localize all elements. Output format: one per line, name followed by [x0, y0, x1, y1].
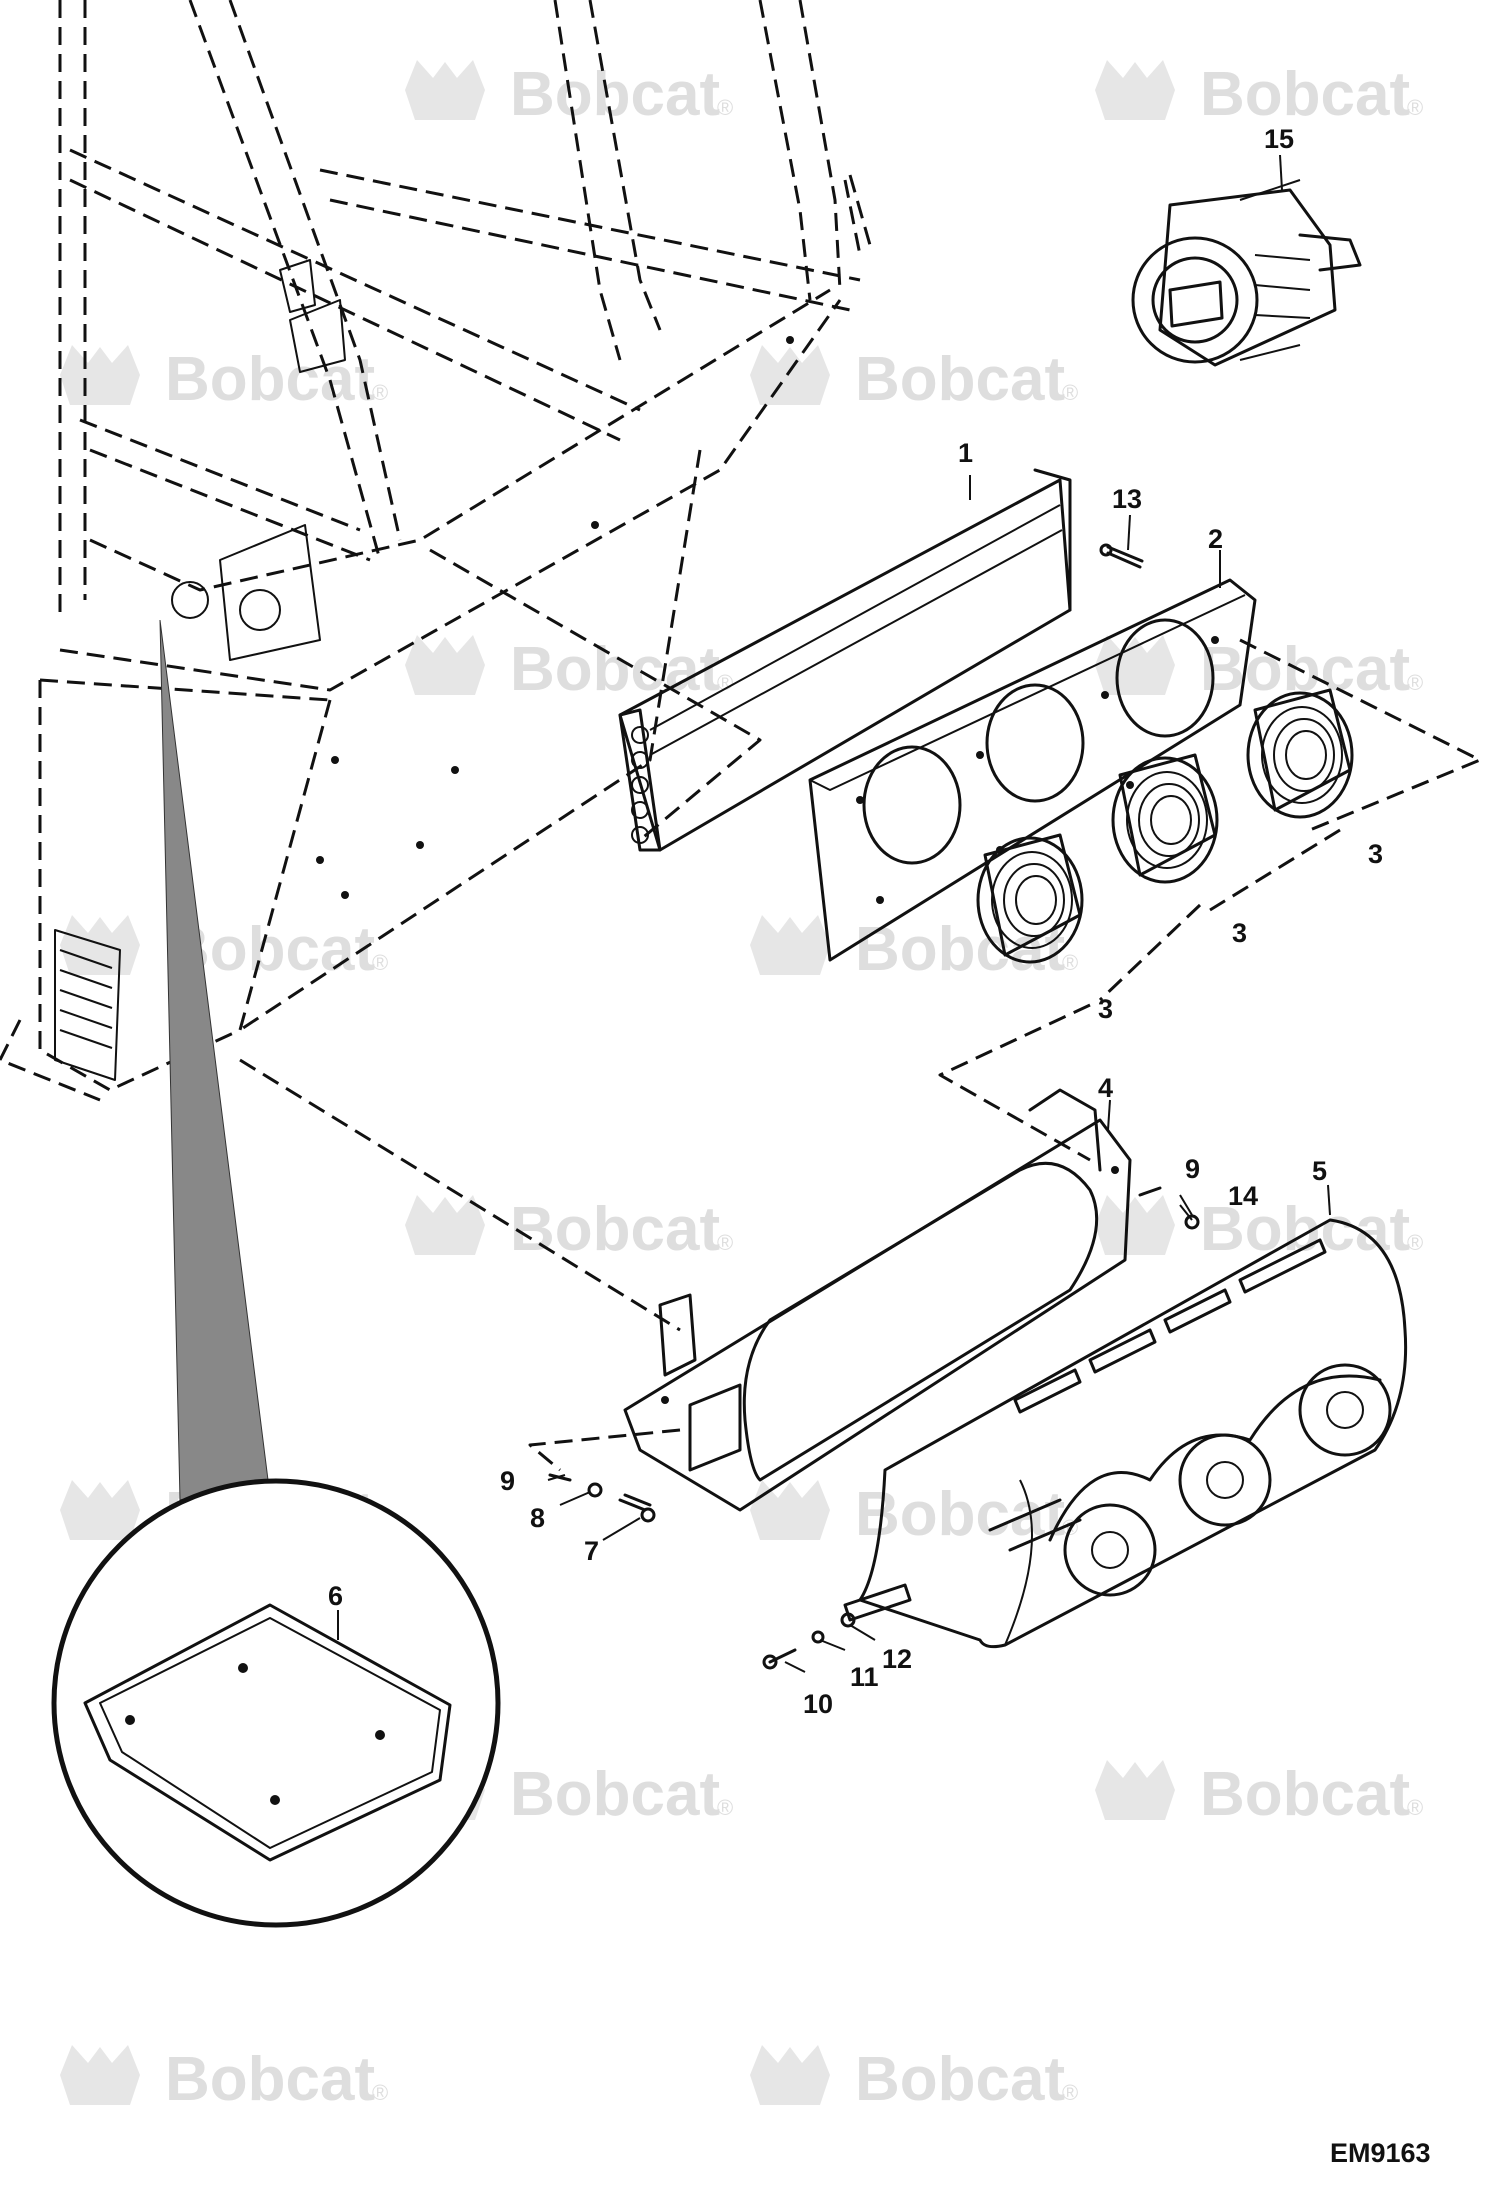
bobcat-logo-icon — [1095, 635, 1175, 695]
watermark-text: Bobcat — [1200, 1760, 1410, 1829]
watermark-reg: ® — [1407, 1795, 1423, 1820]
watermark-layer: Bobcat ® Bobcat ® Bobcat ® Bobcat ® Bobc… — [60, 60, 1423, 2114]
watermark-reg: ® — [1407, 95, 1423, 120]
watermark-reg: ® — [1062, 950, 1078, 975]
watermark-reg: ® — [1062, 2080, 1078, 2105]
cover-vents — [1063, 1363, 1392, 1597]
bobcat-logo-icon — [750, 915, 830, 975]
drawing-number: EM9163 — [1330, 2138, 1431, 2168]
watermark: Bobcat ® — [60, 345, 388, 414]
part-1-coil — [618, 468, 1072, 852]
callouts: 1 2 3 3 3 4 5 6 7 8 9 9 10 11 12 13 14 1… — [328, 124, 1383, 1719]
callout-13: 13 — [1112, 484, 1142, 514]
callout-12: 12 — [882, 1644, 912, 1674]
watermark-reg: ® — [717, 1230, 733, 1255]
detail-pointer — [159, 619, 269, 1501]
part-3-fans — [976, 688, 1354, 964]
watermark: Bobcat ® — [1095, 1195, 1423, 1264]
watermark-text: Bobcat — [510, 60, 720, 129]
bobcat-logo-icon — [60, 915, 140, 975]
bobcat-logo-icon — [750, 2045, 830, 2105]
watermark-reg: ® — [372, 2080, 388, 2105]
watermark-text: Bobcat — [1200, 60, 1410, 129]
callout-8: 8 — [530, 1503, 545, 1533]
bobcat-logo-icon — [405, 1195, 485, 1255]
watermark-reg: ® — [717, 1795, 733, 1820]
callout-3: 3 — [1232, 918, 1247, 948]
bobcat-logo-icon — [750, 1480, 830, 1540]
callout-9: 9 — [500, 1466, 515, 1496]
callout-3: 3 — [1098, 994, 1113, 1024]
watermark: Bobcat ® — [405, 60, 733, 129]
callout-11: 11 — [850, 1662, 879, 1692]
detail-circle — [51, 1478, 501, 1928]
callout-4: 4 — [1098, 1073, 1113, 1103]
part-5-cover — [843, 1218, 1408, 1649]
watermark-text: Bobcat — [510, 1760, 720, 1829]
watermark-reg: ® — [1062, 380, 1078, 405]
bobcat-logo-icon — [405, 635, 485, 695]
watermark-text: Bobcat — [510, 1195, 720, 1264]
coil-tubes — [631, 726, 649, 844]
bobcat-logo-icon — [405, 60, 485, 120]
watermark-text: Bobcat — [165, 2045, 375, 2114]
part-13-bolt — [1099, 543, 1144, 569]
watermark-reg: ® — [1407, 670, 1423, 695]
watermark-reg: ® — [372, 380, 388, 405]
fan — [1246, 688, 1354, 819]
watermark-reg: ® — [717, 670, 733, 695]
watermark: Bobcat ® — [1095, 1760, 1423, 1829]
watermark-text: Bobcat — [855, 915, 1065, 984]
callout-3: 3 — [1368, 839, 1383, 869]
watermark-text: Bobcat — [855, 345, 1065, 414]
watermark-reg: ® — [1407, 1230, 1423, 1255]
watermark: Bobcat ® — [1095, 635, 1423, 704]
explode-lines — [239, 548, 1482, 1472]
callout-2: 2 — [1208, 524, 1223, 554]
watermark-text: Bobcat — [165, 345, 375, 414]
callout-7: 7 — [584, 1536, 599, 1566]
callout-6: 6 — [328, 1581, 343, 1611]
callout-14: 14 — [1228, 1181, 1258, 1211]
callout-1: 1 — [958, 438, 973, 468]
leader-lines — [337, 154, 1331, 1673]
watermark-reg: ® — [372, 950, 388, 975]
part-15-compressor — [1131, 179, 1362, 367]
bobcat-logo-icon — [60, 2045, 140, 2105]
bobcat-logo-icon — [60, 1480, 140, 1540]
part-2-plate — [808, 578, 1257, 962]
watermark: Bobcat ® — [60, 915, 388, 984]
cab-frame — [0, 0, 872, 1102]
watermark: Bobcat ® — [1095, 60, 1423, 129]
louver-slots — [1013, 1238, 1327, 1414]
bobcat-logo-icon — [1095, 60, 1175, 120]
watermark-text: Bobcat — [510, 635, 720, 704]
watermark-text: Bobcat — [1200, 1195, 1410, 1264]
callout-9: 9 — [1185, 1154, 1200, 1184]
watermark: Bobcat ® — [60, 2045, 388, 2114]
part-4-bracket — [623, 1088, 1132, 1512]
watermark: Bobcat ® — [405, 1195, 733, 1264]
watermark: Bobcat ® — [405, 635, 733, 704]
callout-15: 15 — [1264, 124, 1294, 154]
watermark: Bobcat ® — [750, 345, 1078, 414]
fan — [1111, 753, 1219, 884]
watermark: Bobcat ® — [750, 915, 1078, 984]
callout-10: 10 — [803, 1689, 833, 1719]
bobcat-logo-icon — [60, 345, 140, 405]
bobcat-logo-icon — [1095, 1760, 1175, 1820]
bobcat-logo-icon — [750, 345, 830, 405]
watermark-reg: ® — [717, 95, 733, 120]
fan — [976, 833, 1084, 964]
bobcat-logo-icon — [1095, 1195, 1175, 1255]
callout-5: 5 — [1312, 1156, 1327, 1186]
watermark-text: Bobcat — [855, 2045, 1065, 2114]
watermark: Bobcat ® — [750, 2045, 1078, 2114]
